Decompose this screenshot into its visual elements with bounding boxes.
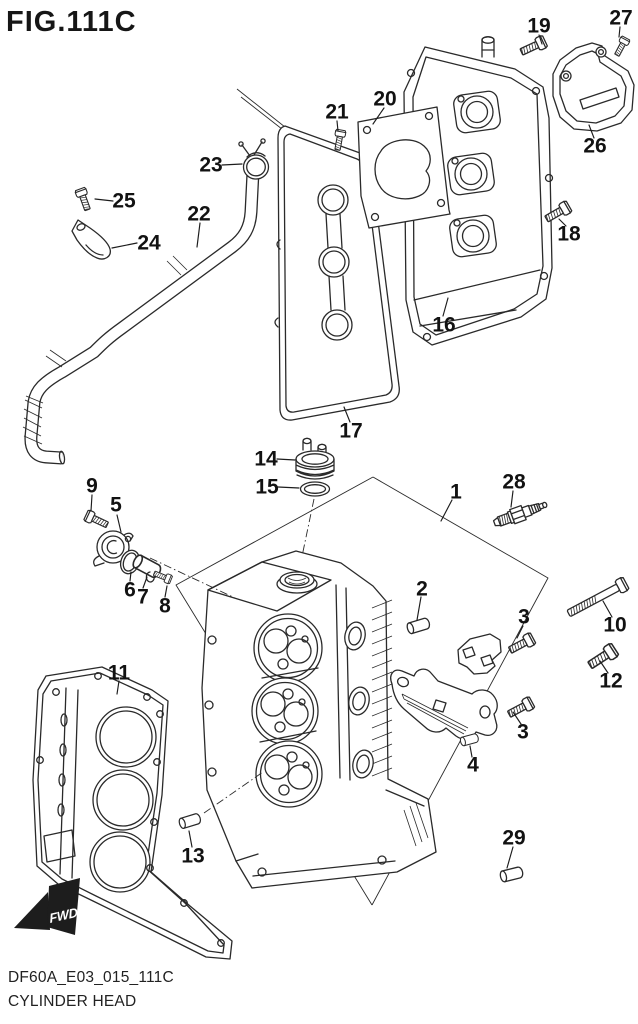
part-5-anode-cover <box>93 530 134 567</box>
part-label-21[interactable]: 21 <box>325 100 349 124</box>
part-label-26[interactable]: 26 <box>583 134 607 158</box>
part-label-27[interactable]: 27 <box>609 6 633 30</box>
part-label-12[interactable]: 12 <box>599 669 623 693</box>
part-label-9[interactable]: 9 <box>86 474 98 498</box>
part-11-head-gasket <box>32 666 233 960</box>
part-8-screw <box>151 568 174 585</box>
part-label-29[interactable]: 29 <box>502 826 526 850</box>
part-9-bolt <box>82 509 111 531</box>
leader-lines <box>90 26 621 869</box>
part-label-14[interactable]: 14 <box>254 447 278 471</box>
figure-title: FIG.111C <box>6 6 137 38</box>
part-24-clamp-bracket <box>71 219 111 260</box>
part-label-23[interactable]: 23 <box>199 153 223 177</box>
part-label-19[interactable]: 19 <box>527 14 551 38</box>
part-26-cover-plate <box>552 42 635 132</box>
document-title: CYLINDER HEAD <box>8 993 137 1010</box>
engine-hanger-bracket <box>390 668 498 740</box>
part-label-25[interactable]: 25 <box>112 189 136 213</box>
part-label-6[interactable]: 6 <box>124 578 136 602</box>
part-15-o-ring <box>299 481 331 567</box>
part-27-screw <box>611 35 631 59</box>
part-label-16[interactable]: 16 <box>432 313 456 337</box>
part-label-22[interactable]: 22 <box>187 202 211 226</box>
part-19-bolt <box>517 34 549 59</box>
part-23-hose-clamp <box>238 138 270 180</box>
fwd-arrow-label: FWD <box>49 904 80 926</box>
pin-position-line <box>203 771 264 814</box>
part-label-8[interactable]: 8 <box>159 594 171 618</box>
part-1-cylinder-head <box>201 550 437 889</box>
part-25-bolt <box>74 186 94 213</box>
part-20-gasket <box>357 106 451 229</box>
part-label-2[interactable]: 2 <box>416 577 428 601</box>
part-label-17[interactable]: 17 <box>339 419 363 443</box>
part-label-18[interactable]: 18 <box>557 222 581 246</box>
part-label-28[interactable]: 28 <box>502 470 526 494</box>
anode-position-line <box>149 557 236 599</box>
part-label-11[interactable]: 11 <box>107 661 131 685</box>
part-7-anode <box>130 552 164 583</box>
part-label-7[interactable]: 7 <box>137 585 149 609</box>
part-28-spark-plug <box>492 501 548 527</box>
part-label-13[interactable]: 13 <box>181 844 205 868</box>
part-label-3a[interactable]: 3 <box>518 605 530 629</box>
part-16-valve-cover <box>403 36 554 346</box>
part-2-dowel-pin <box>405 616 432 636</box>
fwd-arrow: FWD <box>14 878 80 935</box>
part-14-oil-filler-cap <box>295 437 335 480</box>
part-label-20[interactable]: 20 <box>373 87 397 111</box>
part-label-15[interactable]: 15 <box>255 475 279 499</box>
hanger-clamp-bracket <box>457 633 502 675</box>
part-22-breather-hose <box>22 167 261 465</box>
document-code: DF60A_E03_015_111C <box>8 969 174 986</box>
part-label-10[interactable]: 10 <box>603 613 627 637</box>
part-label-3b[interactable]: 3 <box>517 720 529 744</box>
part-label-1[interactable]: 1 <box>450 480 462 504</box>
part-label-5[interactable]: 5 <box>110 493 122 517</box>
part-label-4[interactable]: 4 <box>467 753 479 777</box>
part-3-bolt-upper <box>506 631 537 657</box>
part-29-pin <box>498 865 525 884</box>
part-label-24[interactable]: 24 <box>137 231 161 255</box>
part-12-bolt <box>585 641 620 673</box>
part-3-bolt-lower <box>505 695 536 721</box>
part-13-dowel-pin <box>177 812 203 830</box>
